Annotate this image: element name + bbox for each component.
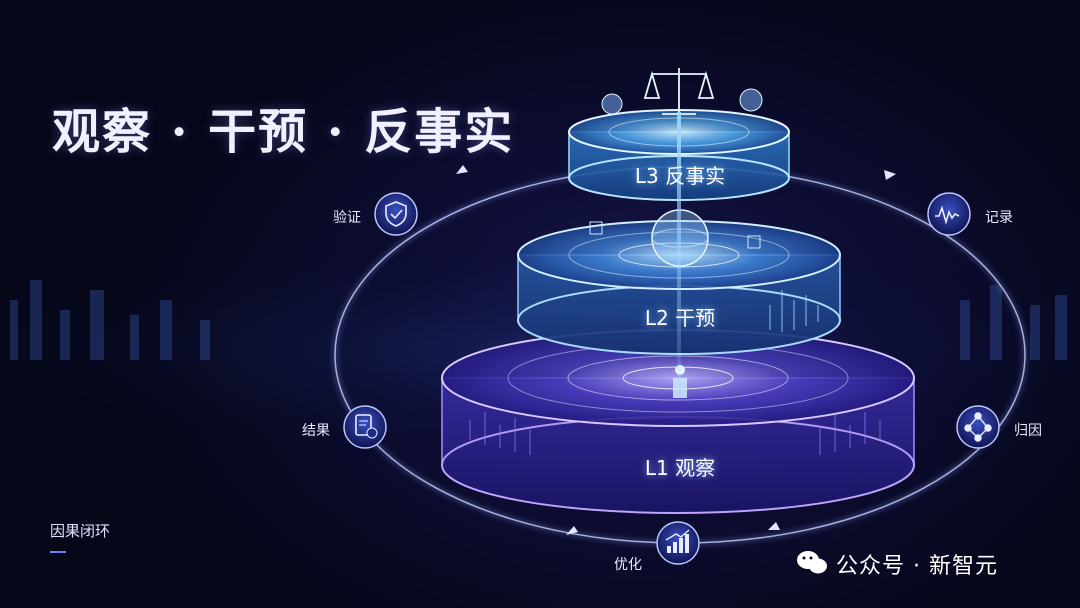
wechat-logo-icon bbox=[797, 551, 827, 574]
node-record-icon bbox=[927, 192, 971, 236]
node-optimize-icon bbox=[656, 521, 700, 565]
tier-l1-label: L1 观察 bbox=[644, 456, 716, 480]
node-record-label: 记录 bbox=[985, 210, 1013, 226]
arrow-top-right bbox=[884, 170, 896, 180]
central-beam bbox=[677, 112, 681, 392]
node-attribute-label: 归因 bbox=[1014, 423, 1042, 439]
tier-l2-label: L2 干预 bbox=[644, 306, 716, 330]
watermark: 公众号 · 新智元 bbox=[796, 548, 998, 580]
subtitle-underline bbox=[50, 551, 66, 553]
node-verify-label: 验证 bbox=[333, 210, 361, 226]
node-result-label: 结果 bbox=[302, 423, 330, 439]
node-verify-icon bbox=[374, 192, 418, 236]
page-title: 观察 · 干预 · 反事实 bbox=[52, 104, 515, 160]
arrow-bottom-left bbox=[566, 526, 578, 535]
arrow-bottom-right bbox=[768, 522, 780, 530]
node-optimize-label: 优化 bbox=[614, 557, 642, 573]
cycle-arrows bbox=[456, 165, 896, 535]
arrow-top-left bbox=[456, 165, 468, 174]
subtitle: 因果闭环 bbox=[50, 522, 111, 540]
node-attribute-icon bbox=[956, 405, 1000, 449]
node-result-icon bbox=[343, 405, 387, 449]
tier-l3-label: L3 反事实 bbox=[634, 164, 726, 188]
watermark-text: 公众号 · 新智元 bbox=[836, 554, 998, 579]
city-lights bbox=[10, 280, 1067, 360]
